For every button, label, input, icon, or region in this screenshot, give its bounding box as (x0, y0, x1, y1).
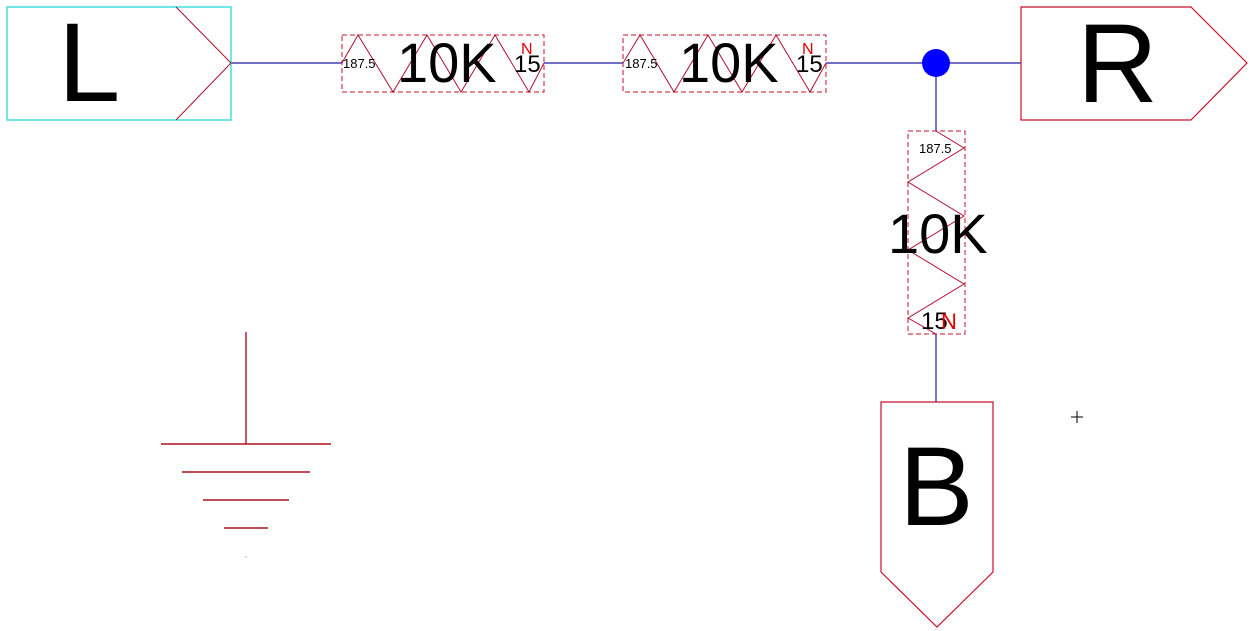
resistor-2-pin1-label: 187.5 (625, 56, 658, 71)
resistor-2-zigzag-icon (622, 34, 827, 94)
port-left[interactable]: L (6, 0, 232, 125)
crosshair-cursor-icon (1071, 411, 1083, 423)
resistor-1-zigzag-icon (341, 34, 545, 94)
resistor-1-pin2-label: 15 (514, 51, 541, 78)
port-right-label: R (1077, 1, 1158, 126)
port-bottom-label: B (899, 424, 974, 549)
port-bottom[interactable]: B (880, 401, 994, 628)
resistor-3-zigzag-icon (907, 130, 965, 335)
port-left-arrow (175, 6, 232, 121)
resistor-3[interactable]: 187.5 10K 15 N (888, 130, 988, 335)
resistor-2-pin2-label: 15 (796, 51, 823, 78)
resistor-1-value: 10K (397, 31, 497, 94)
resistor-1[interactable]: 187.5 10K N 15 (341, 31, 545, 94)
resistor-2-marker: N (802, 41, 814, 58)
resistor-2-value: 10K (679, 31, 779, 94)
resistor-2-frame (622, 34, 827, 93)
ground-icon[interactable] (161, 332, 331, 558)
resistor-1-marker: N (521, 41, 533, 58)
port-bottom-shape (880, 401, 994, 628)
port-right-shape (1020, 6, 1248, 121)
port-right[interactable]: R (1020, 1, 1248, 126)
resistor-3-pin1-label: 187.5 (919, 141, 952, 156)
junction-dot[interactable] (922, 49, 950, 77)
resistor-1-pin1-label: 187.5 (343, 56, 376, 71)
resistor-1-frame (341, 34, 545, 93)
resistor-3-marker: N (941, 309, 957, 334)
port-left-label: L (58, 0, 120, 125)
resistor-2[interactable]: 187.5 10K N 15 (622, 31, 827, 94)
resistor-3-pin2-label: 15 (921, 308, 948, 335)
resistor-3-value: 10K (888, 202, 988, 265)
